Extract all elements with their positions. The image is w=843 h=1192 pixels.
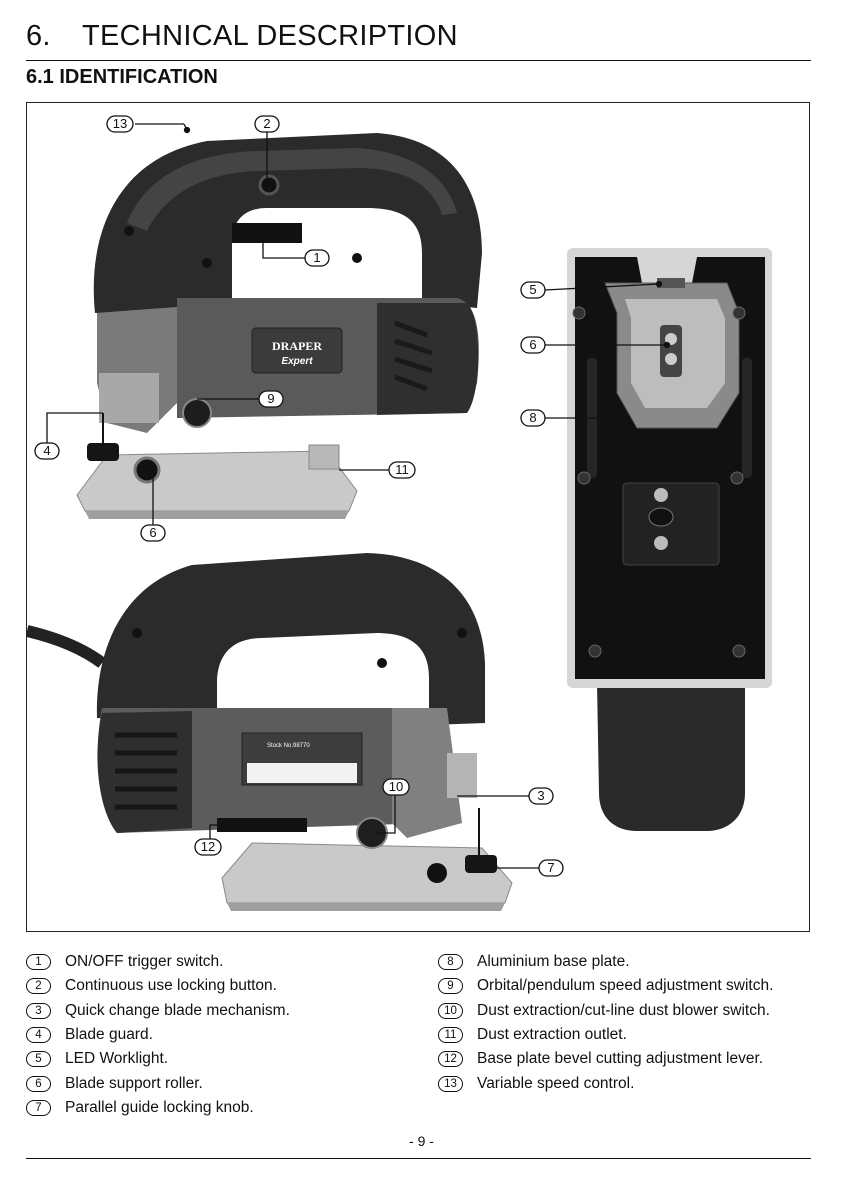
legend-item: 2 Continuous use locking button. [26,974,290,998]
legend-text: Continuous use locking button. [65,977,277,995]
section-title: 6. TECHNICAL DESCRIPTION [26,20,458,53]
legend-number: 8 [438,954,463,971]
legend-text: Blade support roller. [65,1074,203,1092]
svg-text:6: 6 [149,525,156,540]
legend-number: 1 [26,954,51,971]
legend-item: 13 Variable speed control. [438,1071,773,1095]
legend-number: 4 [26,1027,51,1044]
svg-text:3: 3 [537,788,544,803]
legend-text: Dust extraction/cut-line dust blower swi… [477,1001,770,1019]
legend-item: 10 Dust extraction/cut-line dust blower s… [438,999,773,1023]
svg-text:13: 13 [113,116,127,131]
legend-number: 10 [438,1002,463,1019]
jigsaw-side-view: DRAPER Expert [76,133,482,519]
guide-knob [87,443,119,461]
legend-item: 9 Orbital/pendulum speed adjustment switc… [438,974,773,998]
legend-text: Aluminium base plate. [477,953,630,971]
trigger-switch [232,223,302,243]
subsection-title: 6.1 IDENTIFICATION [26,66,218,88]
legend-number: 12 [438,1051,463,1068]
svg-text:6: 6 [529,337,536,352]
brand-logo: DRAPER [272,339,322,353]
svg-text:10: 10 [389,779,403,794]
blade-roller [133,456,161,484]
svg-text:11: 11 [395,462,409,477]
legend-text: ON/OFF trigger switch. [65,953,224,971]
legend-number: 9 [438,978,463,995]
legend-text: Variable speed control. [477,1074,635,1092]
legend-text: Blade guard. [65,1026,153,1044]
svg-text:2: 2 [263,116,270,131]
legend-item: 8 Aluminium base plate. [438,950,773,974]
svg-text:12: 12 [201,839,215,854]
title-rule [26,60,811,61]
legend-number: 7 [26,1099,51,1116]
legend-text: LED Worklight. [65,1050,169,1068]
legend-item: 3 Quick change blade mechanism. [26,999,290,1023]
legend-item: 5 LED Worklight. [26,1047,290,1071]
legend-item: 1 ON/OFF trigger switch. [26,950,290,974]
legend-left-column: 1 ON/OFF trigger switch. 2 Continuous use … [26,950,290,1120]
legend-number: 11 [438,1027,463,1044]
section-title-text: TECHNICAL DESCRIPTION [82,20,458,52]
legend-number: 13 [438,1075,463,1092]
legend-item: 4 Blade guard. [26,1023,290,1047]
bevel-lever [217,818,307,832]
svg-text:8: 8 [529,410,536,425]
page-number: - 9 - [409,1133,434,1149]
svg-text:9: 9 [267,391,274,406]
jigsaw-illustration: DRAPER Expert [27,115,772,911]
base-plate-bottom-view [567,248,772,831]
legend-number: 2 [26,978,51,995]
footer-rule [26,1158,811,1159]
legend-item: 11 Dust extraction outlet. [438,1023,773,1047]
section-number: 6. [26,20,51,52]
identification-figure: DRAPER Expert [26,102,810,932]
svg-text:1: 1 [313,250,320,265]
plate-roller [660,325,682,377]
brand-sub: Expert [281,356,313,367]
svg-text:7: 7 [547,860,554,875]
legend-number: 3 [26,1002,51,1019]
orbital-switch [182,398,212,428]
legend-number: 6 [26,1075,51,1092]
legend-item: 7 Parallel guide locking knob. [26,1096,290,1120]
led-worklight [657,278,685,288]
legend-text: Dust extraction outlet. [477,1026,627,1044]
legend-text: Base plate bevel cutting adjustment leve… [477,1050,764,1068]
callouts: 13 2 1 9 4 11 6 5 6 [34,115,671,877]
legend-text: Quick change blade mechanism. [65,1001,290,1019]
legend-item: 12 Base plate bevel cutting adjustment le… [438,1047,773,1071]
vent-slots [394,320,433,392]
legend-right-column: 8 Aluminium base plate. 9 Orbital/pendulum… [438,950,773,1096]
jigsaw-rear-view: Stock No.98770 [27,553,513,911]
svg-text:4: 4 [43,443,50,458]
legend-text: Parallel guide locking knob. [65,1098,254,1116]
lock-button [258,174,280,196]
rear-guide-knob [465,855,497,873]
legend-number: 5 [26,1051,51,1068]
legend-text: Orbital/pendulum speed adjustment switch… [477,977,774,995]
rear-vent-slots [115,732,177,810]
rating-label-stock: Stock No.98770 [267,743,310,749]
svg-text:5: 5 [529,282,536,297]
legend-item: 6 Blade support roller. [26,1071,290,1095]
